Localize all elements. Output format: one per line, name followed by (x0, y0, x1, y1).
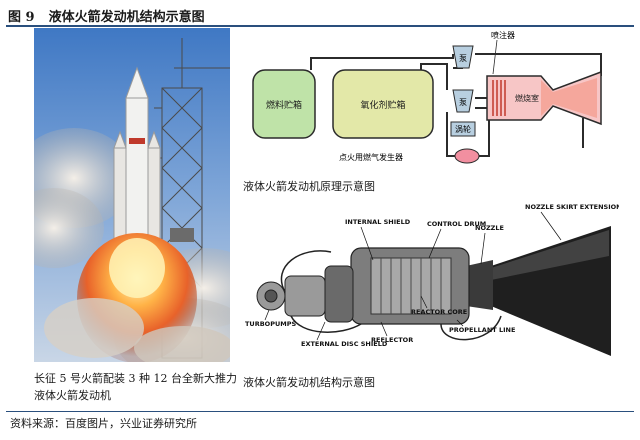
bottom-rule (6, 411, 634, 412)
structure-caption: 液体火箭发动机结构示意图 (243, 376, 375, 389)
pump-top-label: 泵 (459, 54, 467, 63)
oxidizer-tank-label: 氧化剂贮箱 (360, 99, 405, 111)
fuel-tank-label: 燃料贮箱 (266, 99, 302, 111)
injector-label: 喷注器 (491, 30, 515, 40)
igniter-label: 点火用燃气发生器 (339, 152, 403, 162)
structure-diagram: NOZZLE SKIRT EXTENSION INTERNAL SHIELD C… (241, 196, 622, 370)
fuel-tank (252, 69, 316, 139)
label-propellant-line: PROPELLANT LINE (449, 326, 515, 334)
label-reflector: REFLECTOR (371, 336, 413, 344)
figure-title-text: 液体火箭发动机结构示意图 (48, 10, 205, 25)
oxidizer-tank (332, 69, 434, 139)
source-note: 资料来源：百度图片，兴业证券研究所 (10, 417, 197, 430)
pump-bottom (452, 89, 474, 113)
label-external-disc-shield: EXTERNAL DISC SHIELD (301, 340, 388, 348)
pump-bottom-label: 泵 (459, 98, 467, 107)
label-turbopumps: TURBOPUMPS (245, 320, 296, 328)
principle-diagram: 燃料贮箱 氧化剂贮箱 泵 泵 涡轮 点火用燃气发生器 喷注器 燃烧室 (241, 28, 619, 174)
rocket-launch-photo (34, 28, 230, 362)
label-nozzle-skirt: NOZZLE SKIRT EXTENSION (525, 203, 619, 211)
top-rule (6, 25, 634, 27)
figure-title: 图 9 液体火箭发动机结构示意图 (8, 6, 205, 25)
label-internal-shield: INTERNAL SHIELD (345, 218, 411, 226)
turbine-label: 涡轮 (455, 124, 471, 134)
label-control-drum: CONTROL DRUM (427, 220, 486, 228)
label-reactor-core: REACTOR CORE (411, 308, 467, 316)
label-nozzle: NOZZLE (475, 224, 504, 232)
turbine (450, 121, 476, 137)
pump-top (452, 45, 474, 69)
photo-caption-line2: 液体火箭发动机 (34, 389, 111, 402)
figure-number: 图 9 (8, 10, 35, 25)
principle-caption: 液体火箭发动机原理示意图 (243, 180, 375, 193)
photo-caption-line1: 长征 5 号火箭配装 3 种 12 台全新大推力 (34, 372, 237, 385)
combustion-chamber-label: 燃烧室 (515, 93, 539, 103)
photo-caption: 长征 5 号火箭配装 3 种 12 台全新大推力 液体火箭发动机 (34, 370, 237, 404)
igniter (454, 148, 480, 164)
